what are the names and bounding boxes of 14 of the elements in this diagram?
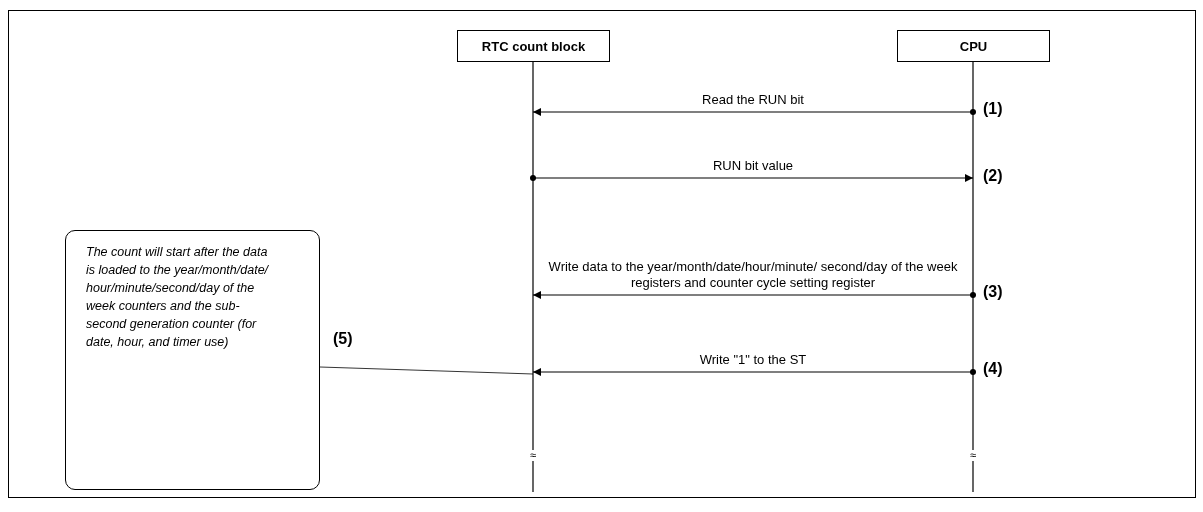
step-number: (3) xyxy=(983,283,1003,301)
leader-line xyxy=(319,366,534,375)
lane-header: CPU xyxy=(897,30,1050,62)
message-arrow xyxy=(532,108,976,116)
step-number: (1) xyxy=(983,100,1003,118)
break-mark: ≈ xyxy=(970,450,976,461)
step-number: (4) xyxy=(983,360,1003,378)
message-arrow xyxy=(530,174,974,182)
message-arrow xyxy=(532,368,976,376)
note-box: The count will start after the data is loaded to the year/month/date/hour/minute/second/day of the week counters and the sub-second generation counter (for date, hour, and timer use) xyxy=(65,230,320,490)
step-number: (2) xyxy=(983,167,1003,185)
lane-header: RTC count block xyxy=(457,30,610,62)
break-mark: ≈ xyxy=(530,450,536,461)
message-arrow xyxy=(532,291,976,299)
